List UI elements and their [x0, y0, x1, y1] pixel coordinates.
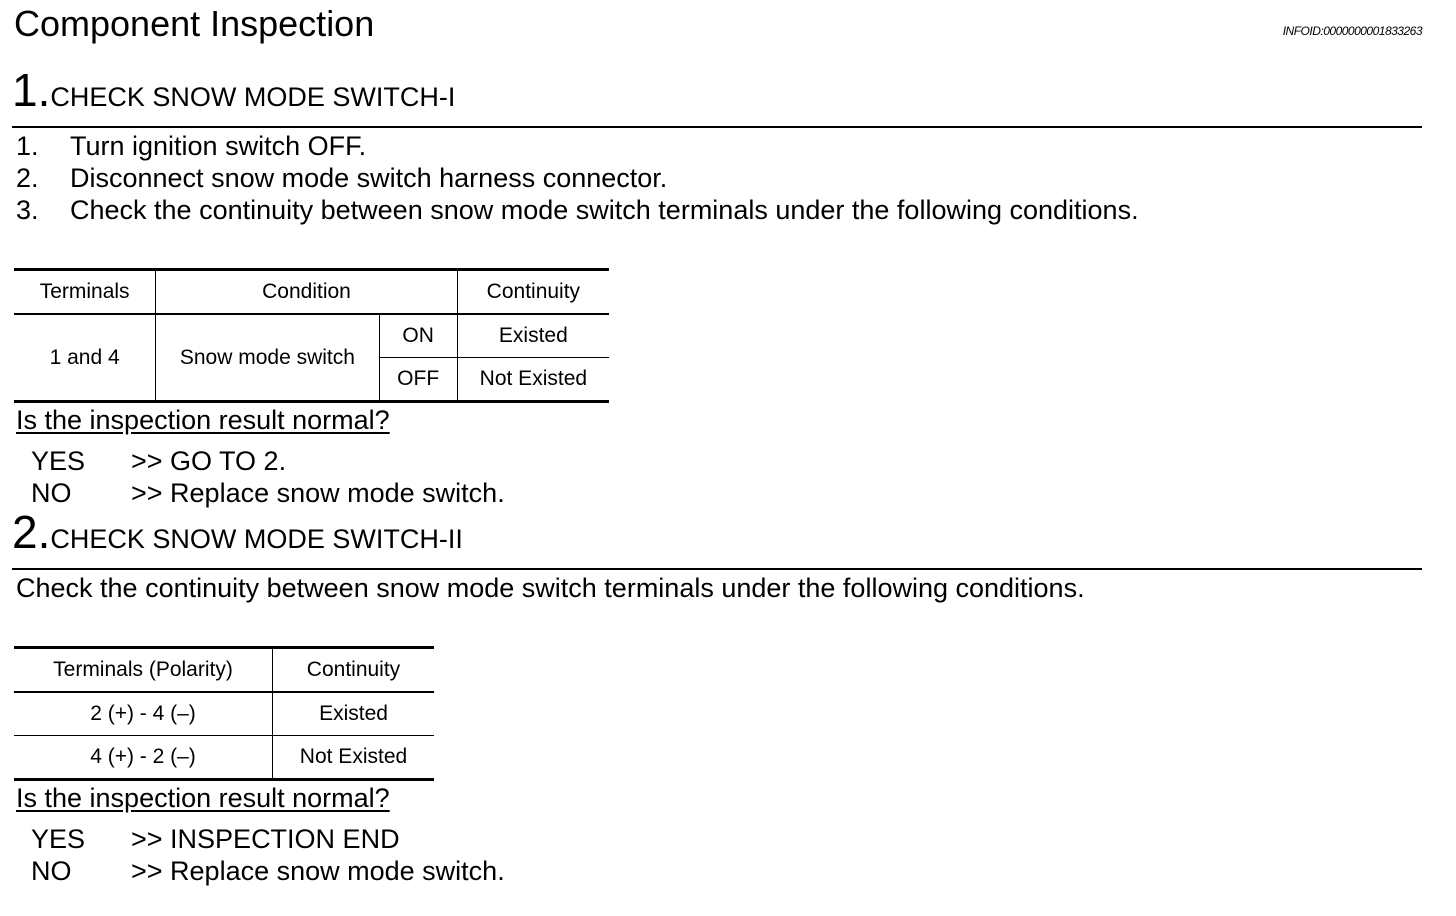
cell-continuity: Existed: [272, 691, 434, 736]
cell-state: OFF: [379, 357, 458, 402]
step-1-instruction: 1. Turn ignition switch OFF.: [16, 130, 366, 162]
cell-continuity: Existed: [456, 313, 609, 358]
table-row: 2 (+) - 4 (–) Existed: [14, 691, 434, 736]
step-2-title: CHECK SNOW MODE SWITCH-II: [50, 524, 463, 554]
step-1-divider: [12, 126, 1422, 128]
step-1-answer-yes: YES >> GO TO 2.: [31, 445, 286, 477]
cell-continuity: Not Existed: [456, 357, 609, 402]
step-2-number: 2.: [12, 506, 51, 558]
cell-state: ON: [378, 313, 458, 358]
step-2-divider: [12, 568, 1422, 570]
step-2-question: Is the inspection result normal?: [16, 783, 390, 813]
answer-text: >> Replace snow mode switch.: [131, 856, 505, 886]
step-2-continuity-table: Terminals (Polarity) Continuity 2 (+) - …: [14, 646, 434, 781]
header-terminals: Terminals: [14, 269, 157, 315]
cell-condition: Snow mode switch: [155, 313, 380, 402]
step-2-heading: 2.CHECK SNOW MODE SWITCH-II: [12, 508, 463, 568]
header-continuity: Continuity: [272, 647, 434, 693]
page-title: Component Inspection: [14, 3, 375, 44]
cell-continuity: Not Existed: [272, 735, 434, 780]
table-row: 1 and 4 Snow mode switch ON Existed: [14, 313, 609, 402]
cell-terminals: 2 (+) - 4 (–): [14, 691, 273, 736]
table-row: OFF Not Existed: [14, 357, 609, 402]
header-condition: Condition: [155, 269, 458, 315]
answer-key: YES: [31, 446, 86, 476]
answer-key: NO: [31, 478, 72, 508]
step-2-answer-yes: YES >> INSPECTION END: [31, 823, 400, 855]
cell-terminals: 4 (+) - 2 (–): [14, 735, 273, 780]
info-id: INFOID:0000000001833263: [1282, 24, 1423, 38]
table-header-row: Terminals Condition Continuity: [14, 269, 609, 315]
instruction-number: 1.: [16, 131, 39, 161]
instruction-number: 2.: [16, 163, 39, 193]
answer-text: >> GO TO 2.: [131, 446, 287, 476]
header-continuity: Continuity: [456, 269, 609, 315]
answer-text: >> Replace snow mode switch.: [131, 478, 505, 508]
answer-key: NO: [31, 856, 72, 886]
step-2-instruction: Check the continuity between snow mode s…: [16, 573, 1085, 603]
instruction-number: 3.: [16, 195, 39, 225]
instruction-text: Disconnect snow mode switch harness conn…: [70, 163, 668, 193]
step-1-instruction: 2. Disconnect snow mode switch harness co…: [16, 162, 667, 194]
instruction-text: Check the continuity between snow mode s…: [70, 195, 1139, 225]
step-1-title: CHECK SNOW MODE SWITCH-I: [50, 82, 456, 112]
step-1-heading: 1.CHECK SNOW MODE SWITCH-I: [12, 66, 455, 126]
table-header-row: Terminals (Polarity) Continuity: [14, 647, 434, 693]
table-row: 4 (+) - 2 (–) Not Existed: [14, 735, 434, 780]
step-1-continuity-table: Terminals Condition Continuity 1 and 4 S…: [14, 268, 609, 403]
step-2-answer-no: NO >> Replace snow mode switch.: [31, 855, 505, 887]
instruction-text: Turn ignition switch OFF.: [70, 131, 367, 161]
step-1-answer-no: NO >> Replace snow mode switch.: [31, 477, 505, 509]
step-1-number: 1.: [12, 64, 51, 116]
answer-key: YES: [31, 824, 86, 854]
cell-terminals: 1 and 4: [14, 313, 157, 402]
step-1-instruction: 3. Check the continuity between snow mode…: [16, 194, 1139, 226]
step-1-question: Is the inspection result normal?: [16, 405, 390, 435]
header-terminals-polarity: Terminals (Polarity): [14, 647, 273, 693]
answer-text: >> INSPECTION END: [131, 824, 400, 854]
